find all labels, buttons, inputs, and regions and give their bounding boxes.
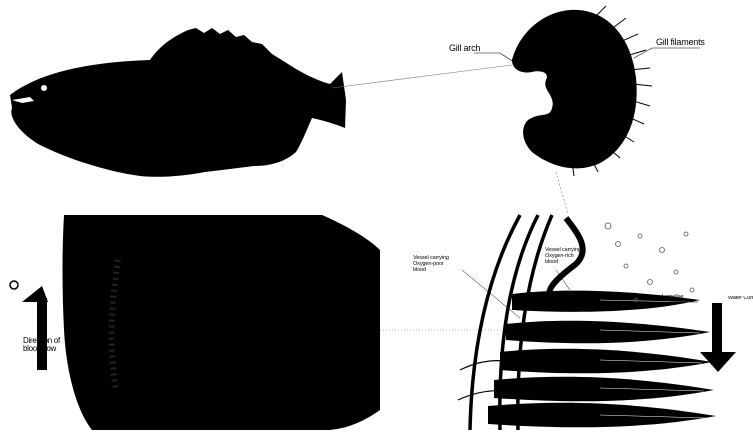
fish-body [10, 28, 346, 177]
lamellae-detail [458, 215, 716, 430]
vessel-oxygen-poor-label: Vessel carrying Oxygen-poor blood [413, 256, 449, 273]
lamellae-label: Lamellae [662, 295, 684, 301]
fish-eye [41, 85, 47, 91]
blood-flow-arrow [22, 286, 48, 370]
gill-arch-illustration [512, 6, 652, 176]
water-bubbles [605, 223, 694, 302]
label-line: blood flow [23, 345, 60, 353]
water-bubble [10, 281, 18, 289]
gill-filaments-leader [634, 48, 700, 58]
label-line: blood [545, 260, 581, 266]
fish-silhouette [10, 28, 346, 177]
connector-line [332, 65, 512, 88]
gill-arch-mass [512, 10, 637, 168]
connector-line [556, 172, 568, 214]
water-current-label: Water Current [728, 296, 753, 302]
gill-arch-label: Gill arch [449, 44, 480, 53]
vessel-oxygen-rich-label: Vessel carrying Oxygen-rich blood [545, 248, 581, 265]
label-line: blood [413, 268, 449, 274]
gill-filaments-label: Gill filaments [656, 38, 705, 47]
blood-flow-label: Direction of blood flow [23, 337, 60, 354]
lamellae-blades [488, 291, 716, 428]
filament-cross-section [63, 215, 381, 430]
cross-section-mass [63, 215, 381, 430]
